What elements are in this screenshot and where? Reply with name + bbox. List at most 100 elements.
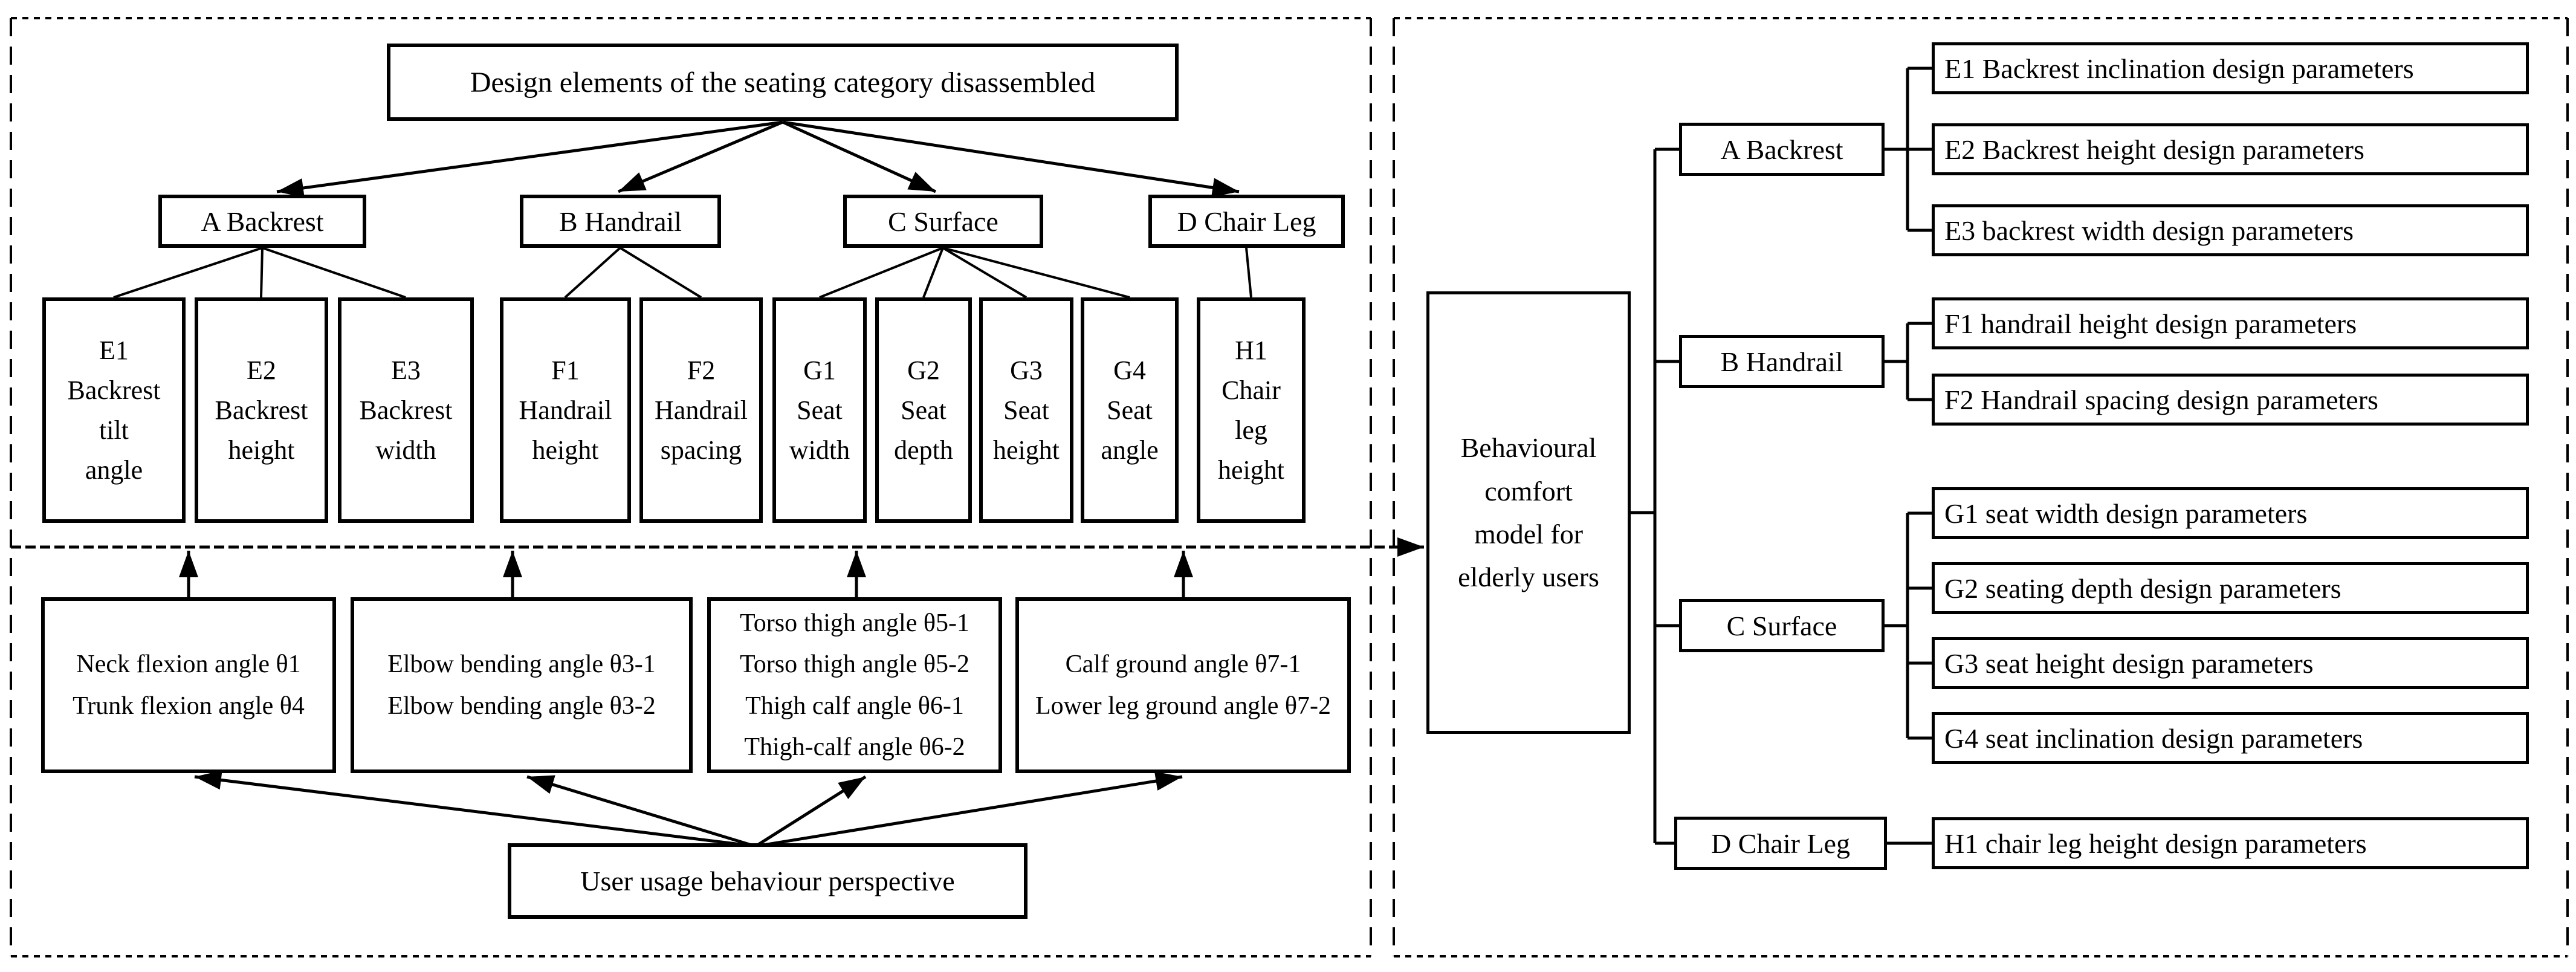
left-title-box: Design elements of the seating category … [387, 44, 1179, 121]
tree-category-d-chairleg: D Chair Leg [1674, 817, 1887, 870]
comfort-model-box: Behavioural comfort model for elderly us… [1426, 291, 1631, 734]
right-panel-border [1393, 17, 2569, 957]
element-line: G3 [1010, 355, 1043, 385]
parameter-text: E3 backrest width design parameters [1944, 215, 2354, 246]
left-title-text: Design elements of the seating category … [470, 66, 1096, 99]
arrow-user-to-behaviour1 [194, 770, 756, 848]
element-line: width [789, 435, 850, 465]
model-line: comfort [1484, 475, 1573, 507]
arrow-user-to-behaviour4 [755, 771, 1183, 848]
tree-category-label: C Surface [1726, 610, 1837, 641]
element-line: G4 [1113, 355, 1146, 385]
parameter-text: E2 Backrest height design parameters [1944, 134, 2364, 165]
element-line: G2 [907, 355, 940, 385]
behaviour-box-neck-trunk: Neck flexion angle θ1 Trunk flexion angl… [41, 597, 336, 773]
element-line: Seat [1003, 395, 1049, 425]
line-a-e3 [262, 247, 406, 299]
behaviour-line: Thigh-calf angle θ6-2 [744, 733, 965, 761]
line-b-f2 [619, 247, 702, 299]
behaviour-line: Elbow bending angle θ3-2 [387, 692, 656, 720]
element-line: E1 [99, 335, 129, 365]
line-c-g2 [922, 247, 944, 298]
user-perspective-box: User usage behaviour perspective [508, 843, 1027, 919]
model-tree-lines [1631, 66, 1932, 845]
behaviour-line: Thigh calf angle θ6-1 [745, 692, 964, 720]
parameter-box-f1: F1 handrail height design parameters [1932, 297, 2529, 349]
behaviour-line: Trunk flexion angle θ4 [73, 692, 305, 720]
element-box-g2: G2 Seat depth [875, 297, 972, 523]
element-box-e1: E1 Backrest tilt angle [42, 297, 186, 523]
behaviour-up-arrows [179, 551, 1193, 598]
category-box-d-chairleg: D Chair Leg [1148, 195, 1345, 248]
line-d-h1 [1245, 247, 1252, 298]
line-a-e2 [260, 247, 264, 298]
element-box-f1: F1 Handrail height [500, 297, 631, 523]
element-line: Handrail [655, 395, 748, 425]
category-label: C Surface [888, 206, 998, 237]
model-line: Behavioural [1460, 432, 1597, 464]
tree-category-a-backrest: A Backrest [1679, 123, 1885, 176]
element-line: depth [894, 435, 953, 465]
element-box-g3: G3 Seat height [979, 297, 1073, 523]
parameter-box-e3: E3 backrest width design parameters [1932, 204, 2529, 256]
element-line: Seat [797, 395, 843, 425]
parameter-box-g1: G1 seat width design parameters [1932, 487, 2529, 539]
tree-category-label: D Chair Leg [1711, 828, 1850, 859]
parameter-box-h1: H1 chair leg height design parameters [1932, 817, 2529, 869]
element-box-h1: H1 Chair leg height [1197, 297, 1306, 523]
element-line: F2 [687, 355, 716, 385]
behaviour-line: Elbow bending angle θ3-1 [387, 650, 656, 679]
element-line: H1 [1235, 335, 1267, 365]
element-line: F1 [551, 355, 580, 385]
behaviour-box-calf-ground: Calf ground angle θ7-1 Lower leg ground … [1015, 597, 1351, 773]
element-line: Backrest [215, 395, 308, 425]
tree-category-label: B Handrail [1720, 346, 1843, 377]
category-label: A Backrest [201, 206, 324, 237]
parameter-text: H1 chair leg height design parameters [1944, 828, 2367, 859]
behaviour-line: Torso thigh angle θ5-1 [740, 609, 969, 638]
element-line: Backrest [359, 395, 453, 425]
element-line: G1 [803, 355, 836, 385]
user-fan-arrows [194, 770, 1183, 848]
line-c-g3 [942, 247, 1027, 299]
arrow-title-to-backrest [276, 120, 783, 198]
element-line: height [228, 435, 295, 465]
category-label: D Chair Leg [1177, 206, 1316, 237]
arrow-title-to-chairleg [782, 120, 1240, 198]
line-c-g1 [819, 247, 943, 299]
behaviour-line: Torso thigh angle θ5-2 [740, 650, 969, 679]
parameter-text: G3 seat height design parameters [1944, 647, 2314, 679]
element-box-g4: G4 Seat angle [1081, 297, 1179, 523]
element-line: Backrest [67, 375, 161, 405]
parameter-box-g3: G3 seat height design parameters [1932, 637, 2529, 689]
arrow-user-to-behaviour3 [754, 775, 867, 848]
tree-category-c-surface: C Surface [1679, 599, 1885, 652]
element-line: leg [1235, 415, 1267, 445]
line-c-g4 [942, 247, 1130, 299]
element-box-e3: E3 Backrest width [338, 297, 474, 523]
element-line: Chair [1222, 375, 1281, 405]
arrow-title-to-handrail [618, 120, 783, 193]
behaviour-line: Lower leg ground angle θ7-2 [1035, 692, 1331, 720]
parameter-text: G2 seating depth design parameters [1944, 572, 2341, 604]
element-line: tilt [99, 415, 129, 445]
element-line: height [993, 435, 1060, 465]
element-box-e2: E2 Backrest height [195, 297, 328, 523]
element-line: angle [85, 455, 143, 485]
arrow-user-to-behaviour2 [526, 775, 756, 848]
parameter-box-e2: E2 Backrest height design parameters [1932, 123, 2529, 175]
element-line: E2 [247, 355, 276, 385]
category-box-a-backrest: A Backrest [158, 195, 366, 248]
behaviour-line: Calf ground angle θ7-1 [1065, 650, 1301, 679]
parameter-text: G4 seat inclination design parameters [1944, 722, 2363, 754]
behaviour-line: Neck flexion angle θ1 [76, 650, 301, 679]
parameter-box-e1: E1 Backrest inclination design parameter… [1932, 42, 2529, 94]
behaviour-box-elbow: Elbow bending angle θ3-1 Elbow bending a… [351, 597, 693, 773]
user-perspective-text: User usage behaviour perspective [580, 866, 955, 896]
parameter-text: F2 Handrail spacing design parameters [1944, 384, 2378, 415]
behaviour-box-torso-thigh: Torso thigh angle θ5-1 Torso thigh angle… [707, 597, 1002, 773]
line-b-f1 [564, 247, 621, 299]
parameter-box-f2: F2 Handrail spacing design parameters [1932, 374, 2529, 426]
